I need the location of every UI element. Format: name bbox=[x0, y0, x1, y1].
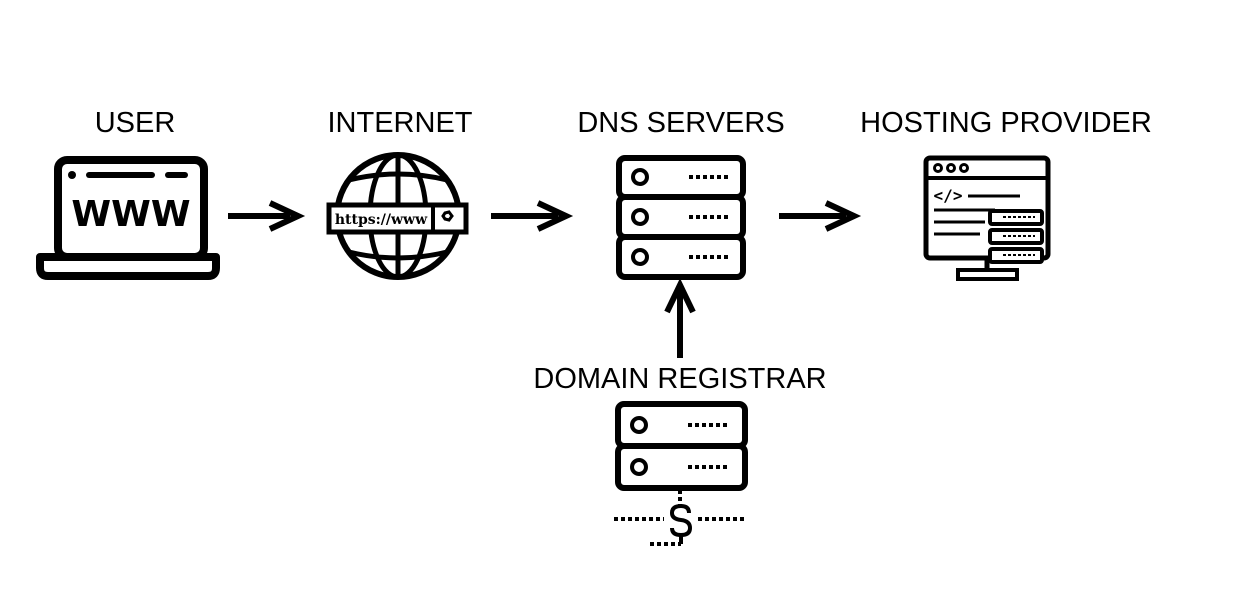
arrow-internet-to-dns bbox=[491, 200, 574, 232]
arrow-dns-to-hosting bbox=[779, 200, 862, 232]
dns-servers-label: DNS SERVERS bbox=[577, 107, 785, 139]
hosting-provider-label: HOSTING PROVIDER bbox=[860, 107, 1152, 139]
laptop-screen-text: WWW bbox=[71, 194, 190, 235]
arrow-user-to-internet bbox=[228, 200, 306, 232]
web-hosting-monitor-icon: </> bbox=[923, 155, 1051, 281]
url-bar-text: https://www bbox=[335, 212, 428, 228]
arrow-registrar-to-dns bbox=[664, 278, 696, 358]
code-brackets-text: </> bbox=[934, 186, 963, 205]
laptop-www-icon: WWW bbox=[36, 156, 220, 280]
user-label: USER bbox=[94, 107, 176, 139]
server-stack-icon bbox=[616, 155, 746, 280]
internet-label: INTERNET bbox=[327, 107, 473, 139]
domain-registrar-label: DOMAIN REGISTRAR bbox=[533, 363, 827, 395]
server-dollar-icon bbox=[614, 401, 748, 546]
globe-icon: https://www bbox=[326, 152, 469, 280]
